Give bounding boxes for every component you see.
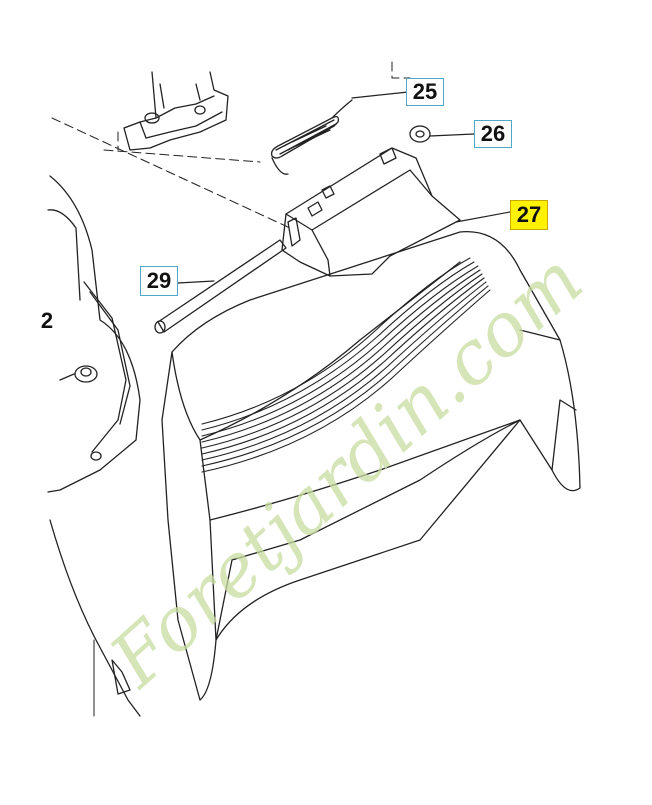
callout-29-label: 29 <box>146 268 172 293</box>
deflector-shell <box>161 231 581 701</box>
callout-27-label: 27 <box>516 202 542 227</box>
callout-partial-label: 2 <box>40 308 54 333</box>
cover-ribs <box>201 257 491 473</box>
hinge-bracket <box>123 71 229 151</box>
callout-partial: 2 <box>36 308 58 334</box>
callout-27-highlighted[interactable]: 27 <box>510 200 548 230</box>
spring-part-25 <box>270 99 353 175</box>
callout-25-label: 25 <box>412 79 438 104</box>
cover-hinge-block <box>281 147 461 277</box>
left-housing-partial <box>47 175 141 717</box>
callout-26-label: 26 <box>480 121 506 146</box>
callout-26[interactable]: 26 <box>474 120 512 148</box>
callout-25[interactable]: 25 <box>406 78 444 106</box>
rod-part-29 <box>154 239 287 334</box>
washer-part-26 <box>409 125 431 143</box>
callout-29[interactable]: 29 <box>140 266 178 296</box>
